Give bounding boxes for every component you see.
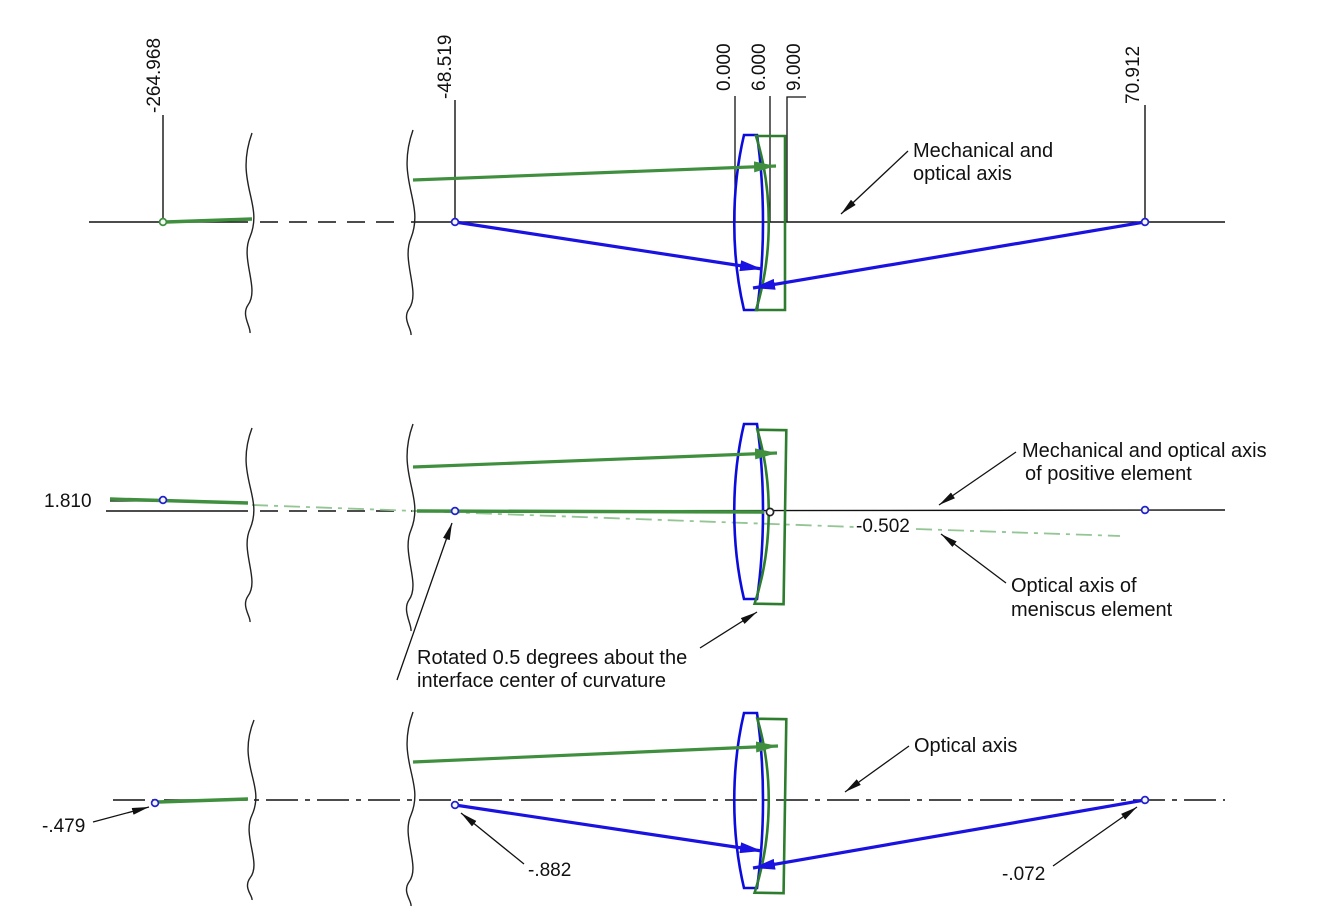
- meniscus-optical-axis: [915, 528, 1121, 537]
- leader-arrow: [1052, 806, 1138, 867]
- green-ray-arrow: [412, 741, 779, 764]
- green-ray: [165, 217, 253, 224]
- leader-arrow: [840, 150, 909, 215]
- dimension-label: -48.519: [435, 35, 456, 99]
- left-residual-value: -.479: [42, 816, 85, 837]
- leader-arrow: [699, 611, 758, 649]
- green-axis-ray: [416, 509, 765, 514]
- center-of-curvature-point: [450, 800, 460, 810]
- blue-ray-arrow: [454, 220, 763, 272]
- leader-arrow: [940, 533, 1007, 584]
- blue-ray-arrow: [454, 803, 763, 854]
- image-residual-value: -.072: [1002, 864, 1045, 885]
- bottom-panel: -.479 -.882 -.072 Optical axis: [42, 711, 1225, 907]
- axis-point: [1140, 505, 1150, 515]
- displaced-center-point: [158, 495, 168, 505]
- top-panel: -264.968 -48.519 0.000 6.000 9.000 70.91…: [89, 35, 1225, 336]
- meniscus-optical-axis: [251, 504, 856, 528]
- meniscus-axis-callout-line1: Optical axis of: [1011, 575, 1137, 597]
- axis-callout-line2: optical axis: [913, 163, 1012, 185]
- leader-arrow: [396, 522, 453, 681]
- optical-axis-callout: Optical axis: [914, 735, 1017, 757]
- axis-callout-line1: Mechanical and: [913, 140, 1053, 162]
- leader-arrow: [938, 451, 1017, 506]
- interface-center-point: [765, 507, 775, 517]
- break-line: [405, 423, 416, 632]
- rotation-note-line1: Rotated 0.5 degrees about the: [417, 647, 687, 669]
- tilt-value: -0.502: [856, 516, 910, 537]
- positive-axis-callout-line2: of positive element: [1025, 463, 1192, 485]
- green-ray: [109, 497, 249, 505]
- green-ray-arrow: [412, 448, 778, 469]
- break-line: [244, 427, 255, 623]
- green-ray: [157, 797, 249, 804]
- blue-return-ray-arrow: [752, 220, 1146, 290]
- dimension-label: 6.000: [749, 43, 770, 91]
- leader-arrow: [92, 806, 150, 823]
- center-of-curvature-point: [450, 217, 460, 227]
- leader-arrow: [460, 812, 525, 865]
- green-ray-arrow: [412, 161, 777, 182]
- center-of-curvature-point: [158, 217, 168, 227]
- break-line: [405, 711, 416, 907]
- break-line: [405, 129, 416, 336]
- focal-point: [1140, 217, 1150, 227]
- break-line: [246, 719, 257, 901]
- height-value: 1.810: [44, 491, 92, 512]
- positive-axis-callout-line1: Mechanical and optical axis: [1022, 440, 1267, 462]
- dimension-label: 9.000: [784, 43, 805, 91]
- leader-arrow: [844, 745, 910, 793]
- meniscus-axis-callout-line2: meniscus element: [1011, 599, 1173, 621]
- dimension-label: -264.968: [144, 38, 165, 113]
- blue-return-ray-arrow: [752, 798, 1146, 870]
- focal-point: [1140, 795, 1150, 805]
- object-residual-value: -.882: [528, 860, 571, 881]
- middle-panel: 1.810 -0.502 Mechanical and optical axis…: [44, 422, 1267, 692]
- center-of-curvature-point: [150, 798, 160, 808]
- dimension-label: 70.912: [1123, 46, 1144, 104]
- dimension-line: [786, 96, 806, 222]
- break-line: [244, 132, 255, 334]
- rotation-note-line2: interface center of curvature: [417, 670, 666, 692]
- dimension-label: 0.000: [714, 43, 735, 91]
- rotation-pivot-point: [450, 506, 460, 516]
